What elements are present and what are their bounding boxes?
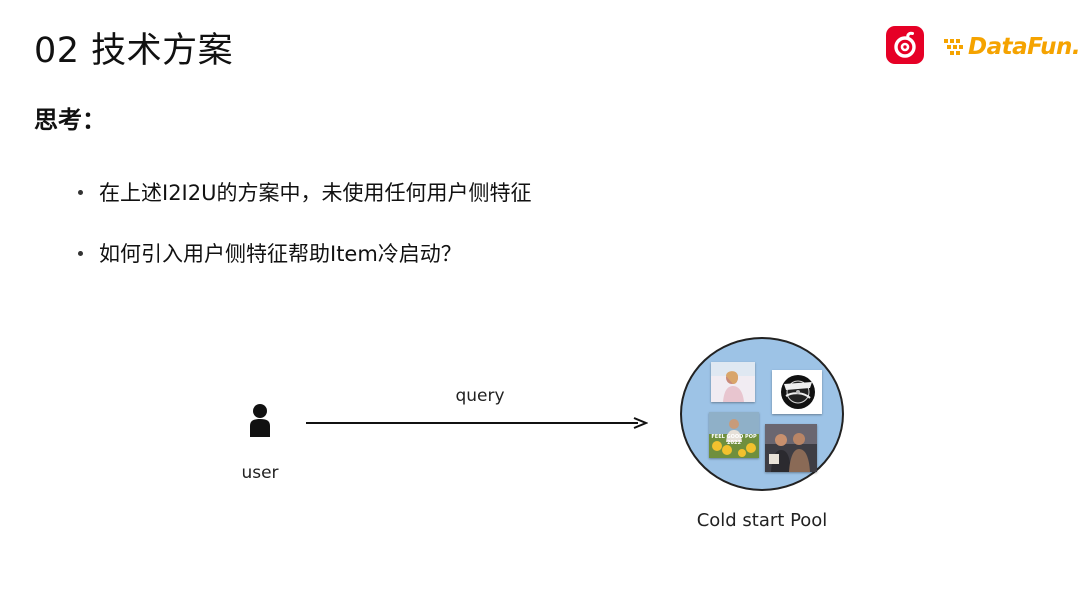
- album-cover-image: [772, 370, 822, 414]
- album-cover-image: [709, 412, 759, 458]
- album-cover-image: [711, 362, 755, 402]
- bullet-dot-icon: [78, 250, 83, 256]
- cold-start-pool-label: Cold start Pool: [696, 510, 828, 531]
- bullet-text: 如何引入用户侧特征帮助Item冷启动？: [99, 242, 462, 266]
- album-cover: [765, 424, 817, 472]
- list-item: 如何引入用户侧特征帮助Item冷启动？: [78, 235, 531, 271]
- bullet-dot-icon: [78, 189, 83, 195]
- album-cover: [772, 370, 822, 414]
- user-icon: [250, 404, 270, 437]
- datafun-wordmark: DataFun.: [968, 34, 1080, 60]
- bullet-text: 在上述I2I2U的方案中，未使用任何用户侧特征: [99, 181, 532, 205]
- query-arrow: [306, 417, 648, 429]
- logo-netease: [886, 26, 924, 64]
- datafun-dots-icon: [944, 39, 963, 55]
- bullet-list: 在上述I2I2U的方案中，未使用任何用户侧特征 如何引入用户侧特征帮助Item冷…: [78, 174, 531, 296]
- album-cover: FEEL GOOD POP 2022: [709, 412, 759, 458]
- album-cover-image: [765, 424, 817, 472]
- logo-datafun: DataFun.: [942, 32, 1080, 62]
- album-cover-title: FEEL GOOD POP: [711, 434, 757, 440]
- netease-cloud-music-icon: [894, 31, 916, 58]
- cold-start-pool-circle: [680, 337, 844, 491]
- list-item: 在上述I2I2U的方案中，未使用任何用户侧特征: [78, 174, 531, 210]
- section-heading: 思考：: [34, 106, 106, 134]
- slide-title: 02 技术方案: [34, 31, 234, 71]
- album-cover: [711, 362, 755, 402]
- query-label: query: [455, 386, 505, 406]
- user-label: user: [241, 463, 279, 483]
- album-cover-year: 2022: [727, 440, 741, 446]
